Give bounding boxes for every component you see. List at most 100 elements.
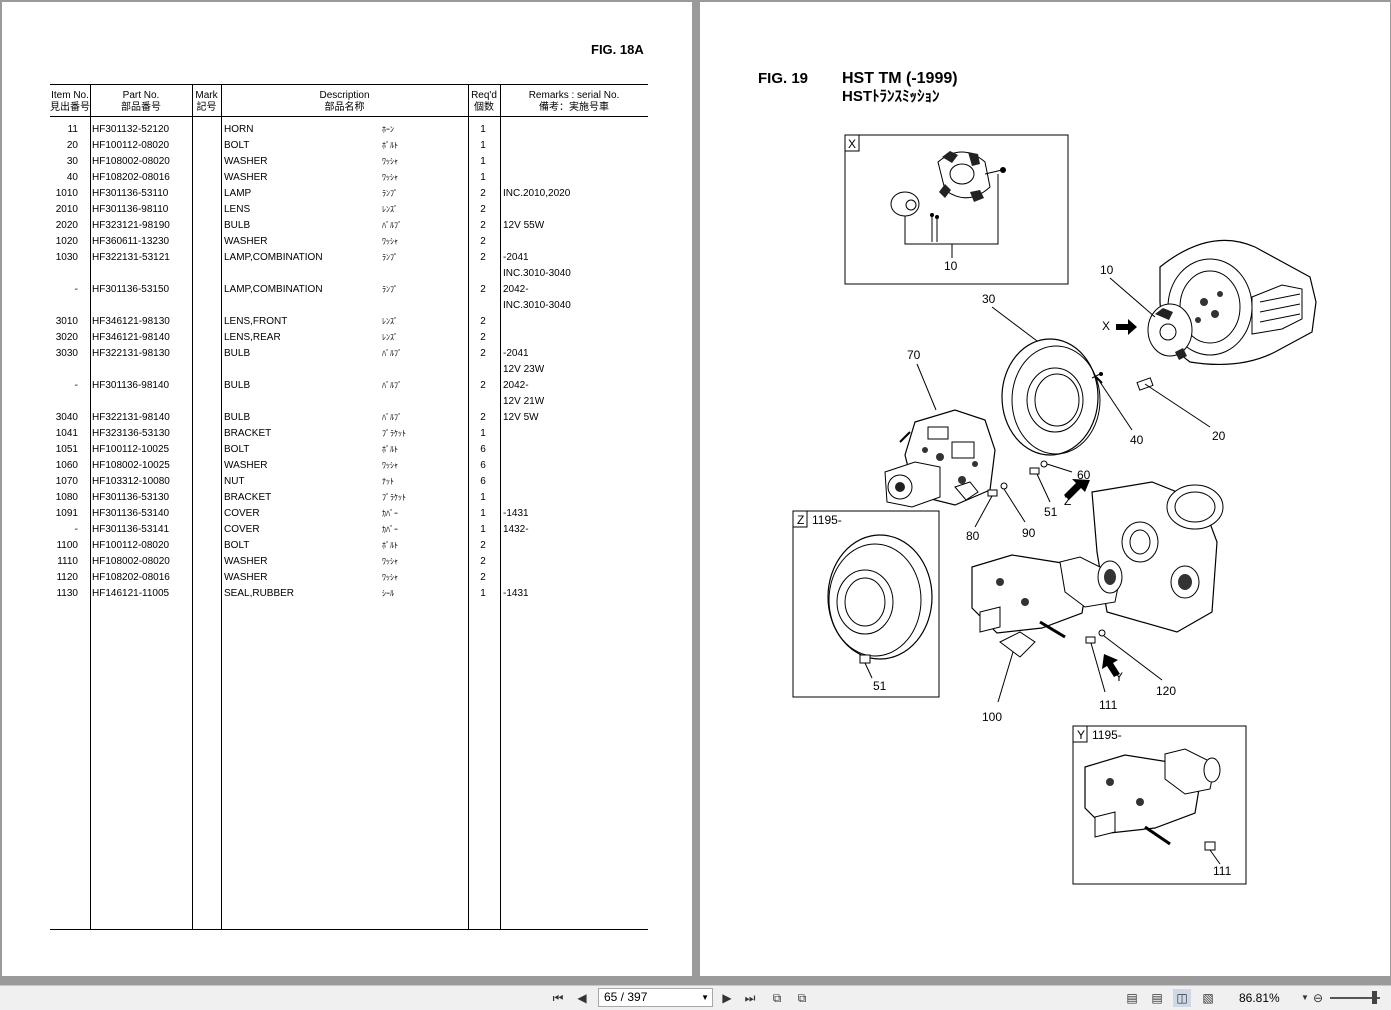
cell-part: HF301136-98110 [92, 204, 169, 215]
cell-item: 30 [66, 156, 78, 167]
first-page-icon[interactable]: ⏮ [552, 991, 564, 1005]
header-remarks: Remarks : serial No.備考：実施号車 [528, 90, 620, 113]
cell-jp: ﾗﾝﾌﾟ [382, 189, 398, 198]
zoom-level[interactable]: 86.81% [1239, 991, 1280, 1005]
last-page-icon[interactable]: ⏭ [744, 991, 756, 1005]
next-page-icon[interactable]: ▶ [722, 991, 732, 1005]
cell-item: 3030 [55, 348, 78, 359]
cell-jp: ﾗﾝﾌﾟ [382, 285, 398, 294]
cell-rem: INC.3010-3040 [503, 268, 571, 279]
fig-title: FIG. 18A [591, 42, 644, 57]
view-x-callout: 10 [944, 259, 958, 273]
next-view-icon[interactable]: ⧉ [797, 991, 807, 1005]
cell-qty: 6 [480, 476, 486, 487]
bolt-80-90: 80 90 [966, 482, 1036, 543]
cell-qty: 1 [480, 524, 486, 535]
view-y-serial: 1195- [1092, 728, 1122, 742]
callout-80: 80 [966, 529, 980, 543]
cell-part: HF146121-11005 [92, 588, 170, 599]
view-z-letter: Z [797, 513, 804, 527]
cell-item: 1120 [56, 572, 78, 583]
cell-jp: ﾜｯｼｬ [382, 237, 398, 246]
zoom-slider[interactable] [1330, 997, 1380, 999]
continuous-facing-icon[interactable]: ▧ [1202, 991, 1214, 1005]
cell-rem: 1432- [503, 524, 529, 535]
cell-part: HF301136-98140 [92, 380, 170, 391]
cell-part: HF108202-08016 [92, 172, 170, 183]
cell-item: 1091 [55, 508, 78, 519]
arrow-label-y: Y [1115, 670, 1123, 684]
cell-desc: WASHER [224, 556, 268, 567]
view-y-letter: Y [1077, 728, 1085, 742]
cell-rem: -1431 [503, 588, 529, 599]
cell-part: HF323121-98190 [92, 220, 170, 231]
header-item: Item No.見出番号 [50, 90, 90, 113]
cell-desc: SEAL,RUBBER [224, 588, 295, 599]
callout-20: 20 [1212, 429, 1226, 443]
cell-jp: ﾊﾞﾙﾌﾞ [382, 221, 402, 230]
cell-part: HF108002-10025 [92, 460, 170, 471]
page-right: FIG. 19 HST TM (-1999) HSTﾄﾗﾝｽﾐｯｼｮﾝ X 10 [700, 2, 1390, 976]
zoom-out-icon[interactable]: ⊖ [1312, 991, 1324, 1005]
cell-desc: BULB [224, 220, 251, 231]
cell-rem: INC.3010-3040 [503, 300, 571, 311]
table-border-bottom [50, 929, 648, 930]
zoom-dropdown-icon[interactable]: ▼ [1301, 993, 1309, 1002]
cell-part: HF346121-98140 [92, 332, 170, 343]
cell-jp: ｼｰﾙ [382, 589, 394, 598]
cell-part: HF108202-08016 [92, 572, 170, 583]
cell-part: HF322131-98140 [92, 412, 170, 423]
cell-desc: WASHER [224, 172, 268, 183]
table-row: INC.3010-3040 [50, 298, 648, 314]
cell-desc: WASHER [224, 460, 268, 471]
cell-part: HF301136-53130 [92, 492, 170, 503]
single-page-icon[interactable]: ▤ [1126, 991, 1138, 1005]
prev-page-icon[interactable]: ◀ [577, 991, 587, 1005]
cell-rem: -2041 [503, 348, 529, 359]
callout-111: 111 [1099, 698, 1118, 712]
cell-item: 1030 [55, 252, 78, 263]
cell-desc: COVER [224, 524, 260, 535]
cell-item: 2010 [55, 204, 78, 215]
pin-40: 40 [1095, 376, 1144, 447]
callout-120: 120 [1156, 684, 1176, 698]
cell-item: 2020 [55, 220, 78, 231]
zoom-slider-handle[interactable] [1372, 991, 1377, 1004]
cell-qty: 1 [480, 172, 486, 183]
cell-desc: LAMP,COMBINATION [224, 284, 323, 295]
callout-60: 60 [1077, 468, 1091, 482]
facing-icon[interactable]: ◫ [1173, 989, 1191, 1007]
cell-part: HF322131-98130 [92, 348, 170, 359]
cell-jp: ﾊﾞﾙﾌﾞ [382, 381, 402, 390]
prev-view-icon[interactable]: ⧉ [772, 991, 782, 1005]
cell-jp: ﾚﾝｽﾞ [382, 317, 398, 326]
motor-assembly-100: 100 [971, 481, 1224, 724]
cell-desc: BRACKET [224, 492, 272, 503]
cell-part: HF301136-53110 [92, 188, 169, 199]
cell-desc: LAMP,COMBINATION [224, 252, 323, 263]
cell-qty: 2 [480, 220, 486, 231]
cell-rem: 12V 23W [503, 364, 545, 375]
view-x-box: X 10 [844, 134, 1069, 285]
continuous-icon[interactable]: ▤ [1151, 991, 1163, 1005]
page-number-field[interactable]: 65 / 397 ▼ [598, 988, 713, 1007]
callout-70: 70 [907, 348, 921, 362]
col-divider [500, 84, 501, 929]
cell-rem: 12V 55W [503, 220, 545, 231]
cell-qty: 1 [480, 140, 486, 151]
cell-part: HF301136-53150 [92, 284, 170, 295]
cell-item: 3040 [55, 412, 78, 423]
cell-part: HF346121-98130 [92, 316, 170, 327]
page-dropdown-icon[interactable]: ▼ [701, 993, 709, 1002]
table-row: 12V 21W [50, 394, 648, 410]
cell-part: HF360611-13230 [92, 236, 170, 247]
